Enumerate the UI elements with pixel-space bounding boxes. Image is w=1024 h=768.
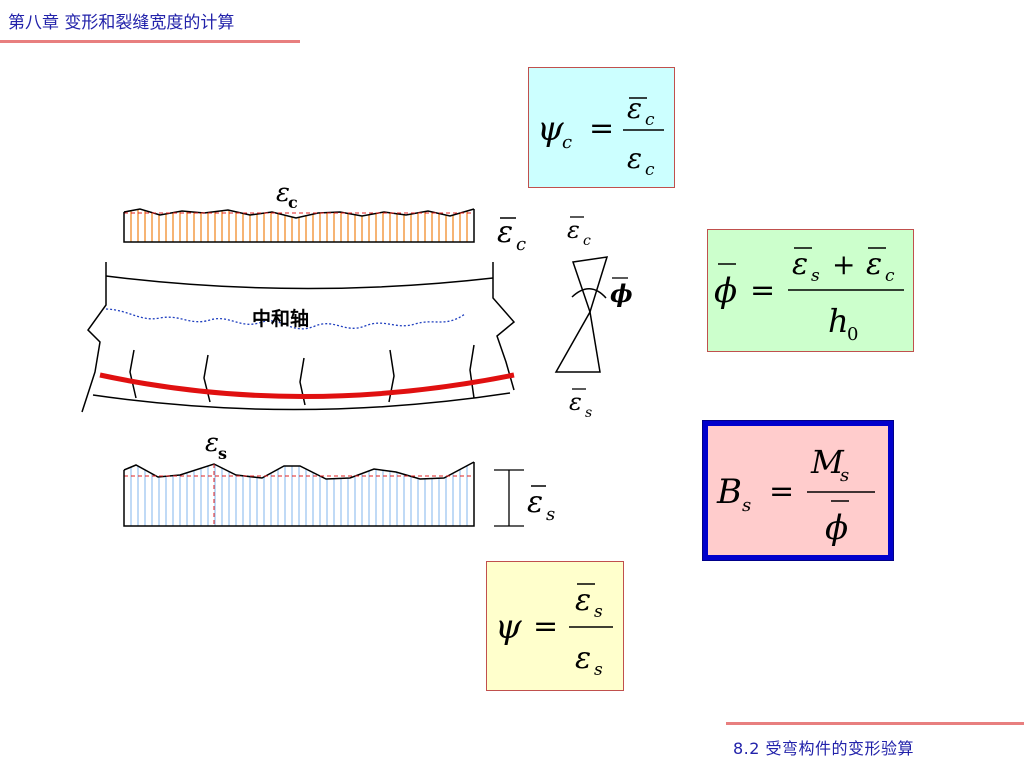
phi-den: h (828, 302, 849, 340)
psi-eq: = (533, 609, 558, 644)
phi-eq: = (750, 273, 775, 308)
avg-s-label: ε (527, 485, 543, 520)
page-title: 第八章 变形和裂缝宽度的计算 (8, 13, 235, 33)
profile-bottom-label: ε (569, 388, 582, 416)
avg-c-label: ε (497, 215, 513, 250)
phi-den-sub: 0 (847, 324, 858, 345)
phi-num-a: ε (792, 247, 808, 282)
bs-eq: = (769, 474, 794, 509)
bs-lhs-sub: s (742, 495, 751, 516)
psi-c-num-sub: c (645, 110, 655, 130)
psi-num-sub: s (594, 602, 603, 622)
profile-top-sub: c (583, 233, 591, 249)
curvature-label: ϕ (610, 279, 633, 308)
formula-psi-c: ψ c = ε c ε c (528, 67, 675, 188)
psi-c-lhs-sub: c (562, 132, 572, 153)
phi-num-b-sub: c (885, 266, 895, 286)
top-strain-sub: c (288, 193, 298, 212)
psi-num: ε (575, 583, 591, 618)
concrete-strain-profile (123, 208, 475, 219)
avg-s-sub: s (546, 504, 555, 525)
neutral-axis-line (105, 308, 466, 330)
neutral-axis-label: 中和轴 (252, 307, 309, 330)
profile-top-label: ε (567, 216, 580, 244)
formula-bs: B s = M s ϕ (702, 420, 894, 561)
psi-c-num: ε (627, 92, 642, 125)
bs-num-sub: s (840, 465, 849, 486)
concrete-strain-hatch (130, 209, 468, 242)
bottom-strain-sub: s (218, 444, 227, 463)
steel-block-outline (123, 462, 475, 527)
top-strain-label: ε (276, 178, 290, 208)
bs-lhs: B (716, 472, 742, 512)
avg-s-dimension (494, 469, 524, 527)
steel-reinforcement (99, 372, 515, 399)
footer-divider (726, 722, 1024, 725)
steel-strain-distribution (123, 461, 475, 527)
psi-den-sub: s (594, 660, 603, 680)
profile-bottom-sub: s (585, 405, 592, 421)
psi-den: ε (575, 641, 591, 676)
bs-num: M (810, 443, 845, 481)
section-title: 8.2 受弯构件的变形验算 (733, 739, 915, 758)
avg-c-sub: c (516, 234, 526, 255)
psi-c-lhs: ψ (537, 109, 564, 149)
psi-c-eq: = (589, 111, 614, 146)
steel-strain-hatch (130, 464, 468, 526)
formula-psi: ψ = ε s ε s (486, 561, 624, 691)
strain-profile (554, 256, 609, 373)
beam-body (81, 262, 516, 413)
bs-den: ϕ (825, 508, 848, 548)
concrete-block-outline (123, 209, 475, 243)
bottom-strain-label: ε (205, 428, 219, 458)
header-divider (0, 40, 300, 43)
phi-num-b: ε (866, 247, 882, 282)
psi-lhs: ψ (495, 607, 522, 647)
concrete-strain-distribution (123, 208, 475, 243)
phi-plus: + (832, 248, 855, 281)
psi-c-den-sub: c (645, 160, 655, 180)
phi-lhs: ϕ (714, 271, 737, 311)
formula-phi: ϕ = ε s + ε c h 0 (707, 229, 914, 352)
psi-c-den: ε (627, 142, 642, 175)
phi-num-a-sub: s (811, 266, 820, 286)
formula-bs-panel (708, 426, 888, 555)
